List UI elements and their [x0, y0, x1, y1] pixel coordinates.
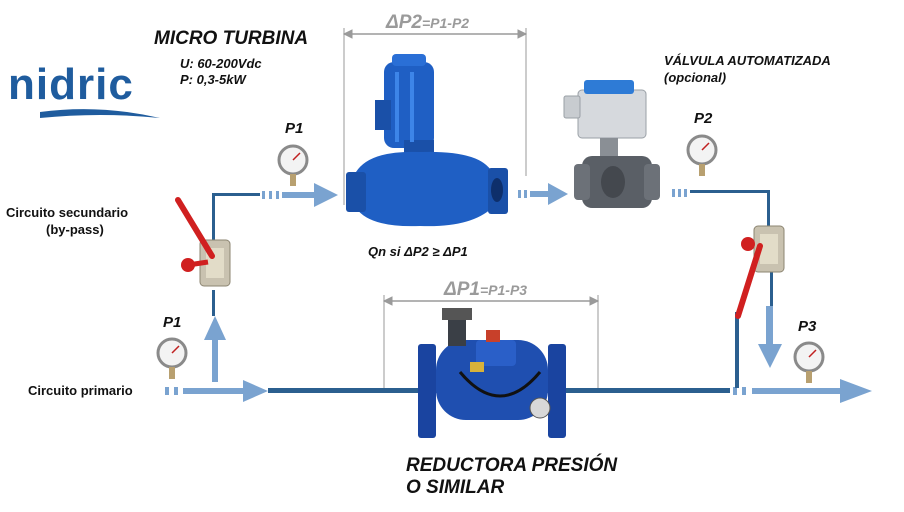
dimension-dp2 [342, 28, 528, 205]
dimension-dp1 [382, 295, 600, 388]
delta-p2-label: ΔP2=P1-P2 [386, 12, 469, 34]
p1-bottom-label: P1 [163, 314, 182, 331]
delta-p1-sub: =P1-P3 [480, 282, 528, 298]
secondary-circuit-label: Circuito secundario [6, 205, 129, 220]
automated-valve [563, 80, 660, 208]
pressure-gauge-p1-top [277, 144, 309, 186]
brand-logo: nidric [8, 60, 134, 109]
reducer-line1: REDUCTORA PRESIÓN [406, 455, 618, 476]
bypass-up-arrow [204, 290, 226, 382]
delta-p2-sub: =P1-P2 [422, 15, 470, 31]
flow-condition-label: Qn si ΔP2 ≥ ΔP1 [368, 244, 468, 259]
pressure-gauge-p3 [793, 341, 825, 383]
reducer-line2: O SIMILAR [406, 477, 505, 498]
ball-valve-bypass [175, 197, 231, 287]
p1-top-label: P1 [285, 120, 304, 137]
secondary-bypass-label: (by-pass) [46, 222, 104, 237]
valve-optional: (opcional) [664, 70, 727, 85]
turbine-power: P: 0,3-5kW [180, 72, 246, 87]
valve-title: VÁLVULA AUTOMATIZADA [664, 53, 831, 68]
pressure-gauge-p2 [686, 134, 718, 176]
delta-p1-label: ΔP1=P1-P3 [444, 279, 527, 301]
turbine-voltage: U: 60-200Vdc [180, 56, 262, 71]
p2-label: P2 [694, 110, 713, 127]
p3-label: P3 [798, 318, 817, 335]
delta-p2-main: ΔP2 [386, 12, 422, 33]
logo-swoosh [40, 109, 160, 118]
delta-p1-main: ΔP1 [444, 279, 480, 300]
turbine-title: MICRO TURBINA [154, 28, 309, 49]
micro-turbine-pump [346, 54, 508, 227]
ball-valve-return [735, 225, 785, 319]
secondary-pipe [212, 183, 782, 388]
pressure-reducer-valve [418, 308, 566, 438]
pressure-gauge-p1-bottom [156, 337, 188, 379]
primary-circuit-label: Circuito primario [28, 383, 133, 398]
